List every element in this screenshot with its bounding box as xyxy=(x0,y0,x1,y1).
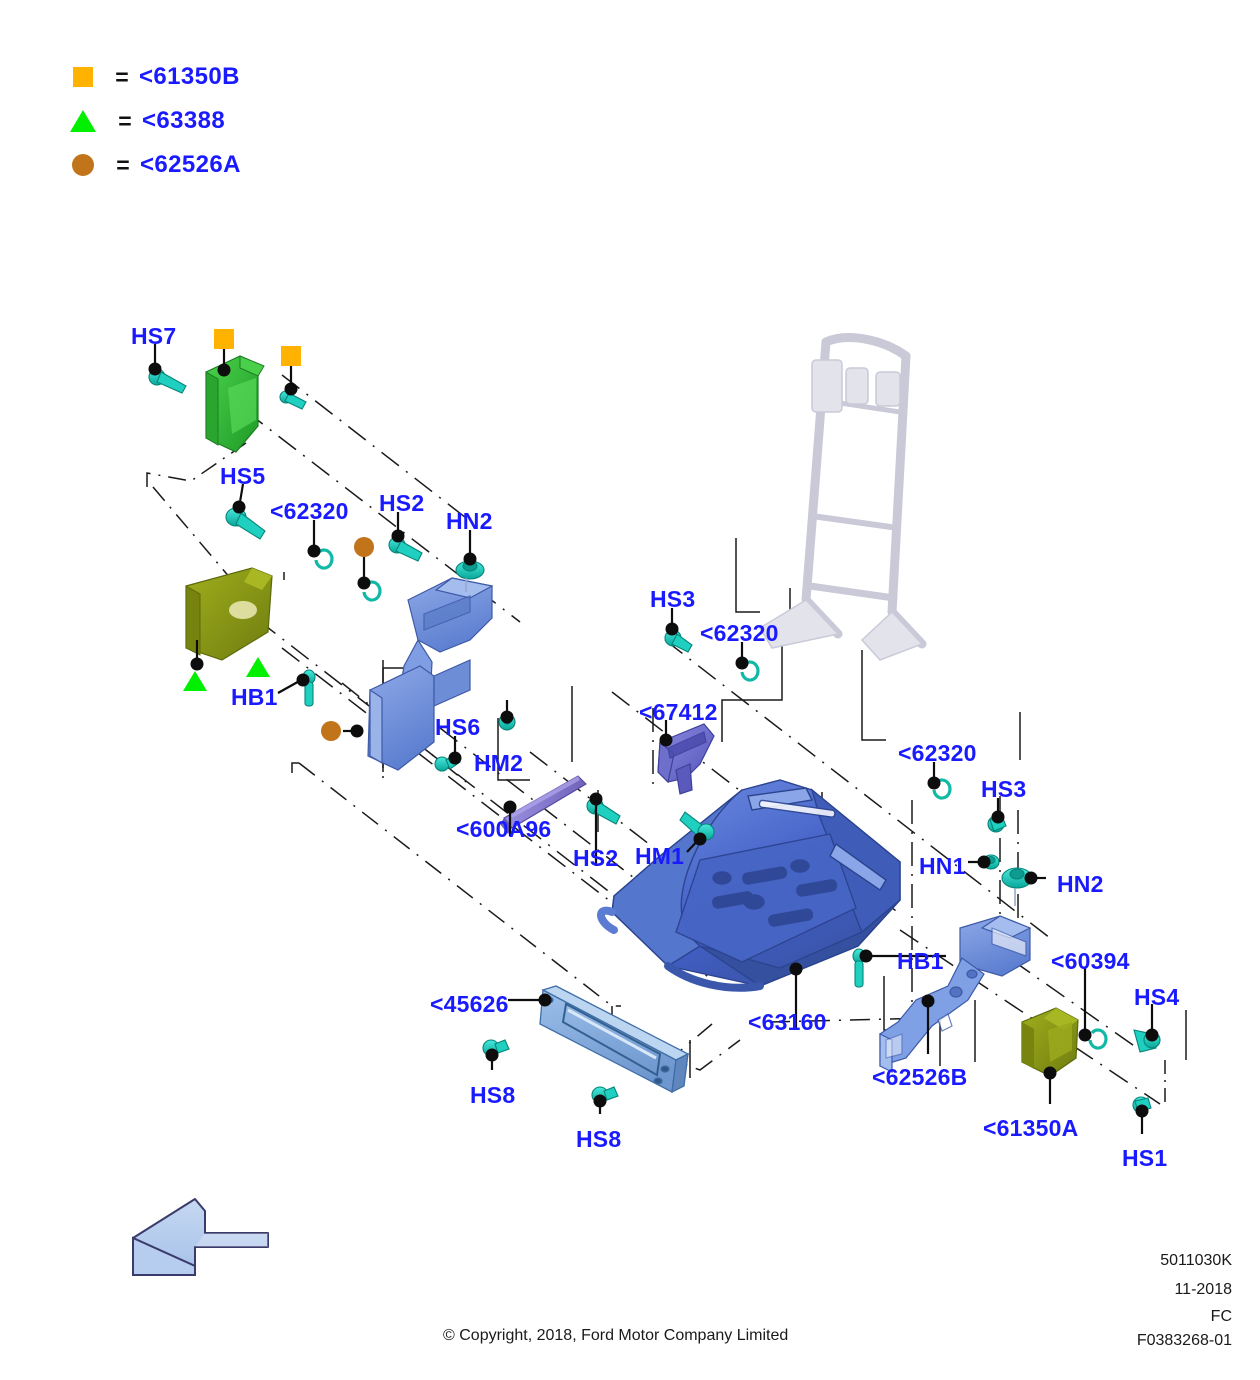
label-HM1: HM1 xyxy=(635,843,685,869)
label-HS6: HS6 xyxy=(435,714,481,740)
legend-row: = <61350B xyxy=(70,55,241,99)
figure-id: F0383268-01 xyxy=(1136,1332,1232,1349)
drawing-code: 5011030K xyxy=(1160,1252,1232,1269)
square-marker-61350B-a xyxy=(214,329,234,349)
label-HB1-b: HB1 xyxy=(897,948,944,974)
label-61350A: <61350A xyxy=(983,1115,1079,1141)
label-62320-b: <62320 xyxy=(700,620,779,646)
fastener-HS5 xyxy=(225,507,266,540)
fastener-62320-clip-d xyxy=(932,778,952,800)
part-62320-pivot-bracket xyxy=(367,577,494,771)
legend-marker-callouts xyxy=(183,329,374,741)
drawing-date: 11-2018 xyxy=(1174,1281,1232,1298)
label-HS3-b: HS3 xyxy=(981,776,1027,802)
legend-equals: = xyxy=(118,107,132,134)
leader-lines xyxy=(153,344,1154,1134)
part-61350B-green-panel xyxy=(205,355,265,453)
label-HS4: HS4 xyxy=(1134,984,1180,1010)
part-63160-seat-cushion-frame xyxy=(597,779,901,992)
square-marker-icon xyxy=(73,67,93,87)
label-HB1-a: HB1 xyxy=(231,684,278,710)
label-HS1: HS1 xyxy=(1122,1145,1168,1171)
circle-marker-62526A-a xyxy=(354,537,374,557)
label-45626: <45626 xyxy=(430,991,509,1017)
vehicle-forward-arrow-icon xyxy=(132,1198,269,1276)
fastener-HN2-right xyxy=(1001,867,1033,906)
legend-part-62526A: <62526A xyxy=(140,151,241,178)
seat-back-frame-detail xyxy=(758,359,924,661)
part-63388-olive-cover xyxy=(185,567,273,661)
circle-marker-icon xyxy=(72,154,94,176)
legend: = <61350B = <63388 = <62526A xyxy=(70,55,241,187)
fasteners xyxy=(148,368,1161,1114)
label-HS2-a: HS2 xyxy=(379,490,425,516)
copyright-notice: © Copyright, 2018, Ford Motor Company Li… xyxy=(443,1327,789,1344)
label-HS3-a: HS3 xyxy=(650,586,696,612)
label-62320-a: <62320 xyxy=(270,498,349,524)
label-HS8-a: HS8 xyxy=(470,1082,516,1108)
leader-dots xyxy=(148,362,1159,1118)
label-HS2-b: HS2 xyxy=(573,845,619,871)
label-HM2: HM2 xyxy=(474,750,524,776)
triangle-marker-63388-b xyxy=(246,657,270,677)
legend-equals: = xyxy=(115,63,129,90)
part-67412-latch-bracket xyxy=(657,723,715,795)
legend-equals: = xyxy=(116,151,130,178)
label-62320-c: <62320 xyxy=(898,740,977,766)
fastener-62320-clip-b xyxy=(362,580,382,602)
legend-part-63388: <63388 xyxy=(142,107,226,134)
part-62526B-mounting-bracket xyxy=(879,915,1032,1073)
label-HS5: HS5 xyxy=(220,463,266,489)
market-code: FC xyxy=(1210,1308,1232,1325)
square-marker-61350B-b xyxy=(281,346,301,366)
fastener-62320-clip-c xyxy=(740,660,760,682)
legend-row: = <63388 xyxy=(70,99,241,143)
fastener-61350B-right xyxy=(279,390,307,410)
circle-marker-62526A-b xyxy=(321,721,341,741)
legend-part-61350B: <61350B xyxy=(139,63,240,90)
fastener-62320-clip-a xyxy=(314,548,334,570)
legend-row: = <62526A xyxy=(70,143,241,187)
label-63160: <63160 xyxy=(748,1009,827,1035)
label-HN2-a: HN2 xyxy=(446,508,493,534)
triangle-marker-icon xyxy=(70,110,96,132)
label-HN1: HN1 xyxy=(919,853,966,879)
fastener-60394-clip xyxy=(1088,1028,1108,1050)
triangle-marker-63388-a xyxy=(183,671,207,691)
label-HS8-b: HS8 xyxy=(576,1126,622,1152)
label-60394: <60394 xyxy=(1051,948,1130,974)
label-67412: <67412 xyxy=(639,699,718,725)
label-HS7: HS7 xyxy=(131,323,177,349)
label-62526B: <62526B xyxy=(872,1064,968,1090)
part-61350A-hinge-cover xyxy=(1021,1007,1079,1077)
label-600A96: <600A96 xyxy=(456,816,552,842)
part-45626-valance-panel xyxy=(539,985,690,1094)
label-HN2-b: HN2 xyxy=(1057,871,1104,897)
part-600A96-link-rod xyxy=(500,775,587,834)
